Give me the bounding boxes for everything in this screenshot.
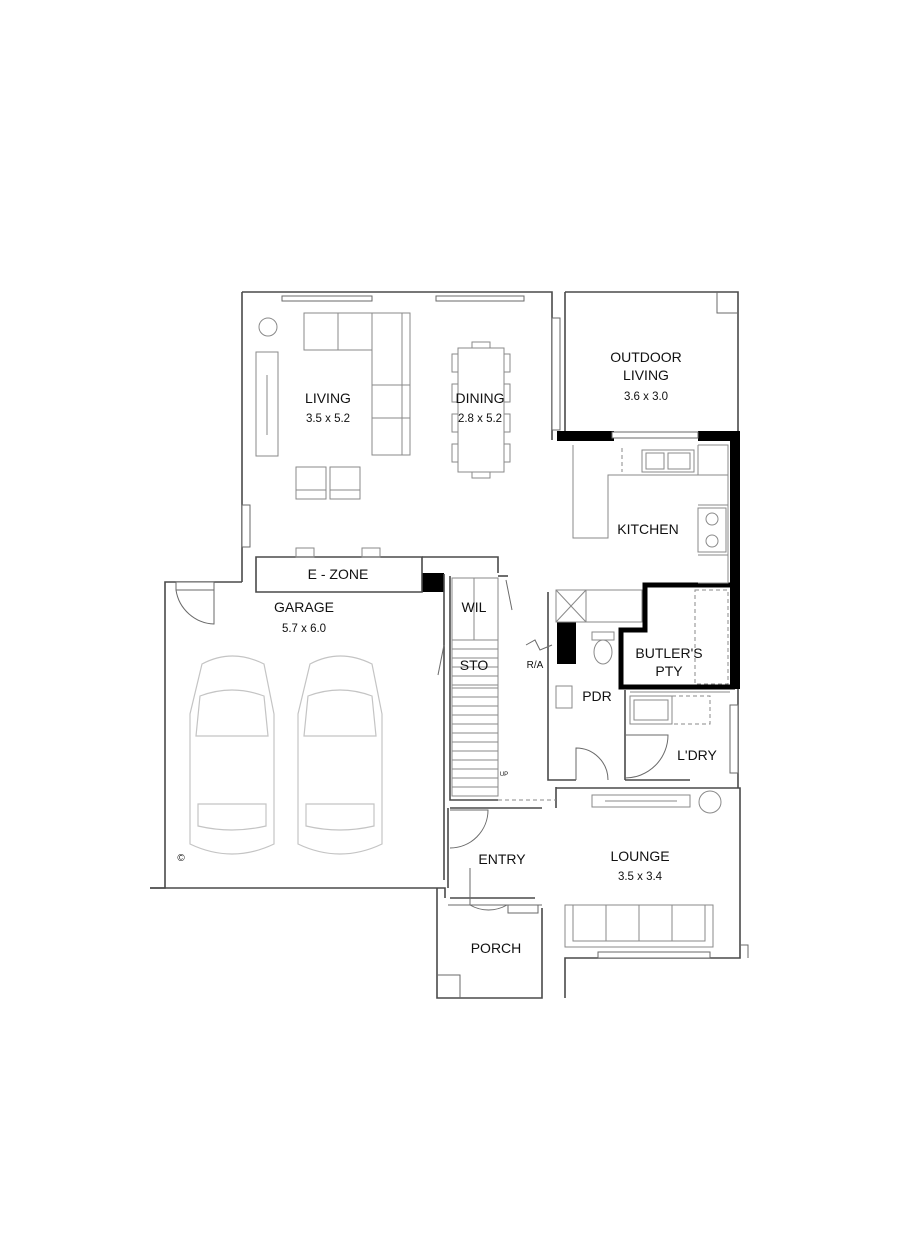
dining-size: 2.8 x 5.2 — [458, 413, 502, 425]
door-swing-icon — [175, 579, 669, 911]
dining-table — [451, 341, 511, 479]
pdr-label: PDR — [582, 688, 612, 704]
butlers-pty-label-2: PTY — [655, 663, 683, 679]
toilet-icon — [591, 631, 615, 665]
entry-label: ENTRY — [478, 851, 526, 867]
living-furniture — [255, 312, 411, 558]
ldry-label: L'DRY — [677, 747, 717, 763]
outdoor-living-label-2: LIVING — [623, 367, 669, 383]
room-labels: OUTDOOR LIVING 3.6 x 3.0 LIVING 3.5 x 5.… — [177, 349, 717, 956]
ra-label: R/A — [527, 660, 544, 671]
kitchen-fixtures — [555, 444, 729, 685]
stair-up-label: UP — [500, 772, 508, 778]
lounge-furniture — [564, 790, 722, 948]
lounge-label: LOUNGE — [610, 848, 669, 864]
e-zone-label: E - ZONE — [308, 566, 369, 582]
car-icon — [189, 655, 383, 855]
outdoor-living-label-1: OUTDOOR — [610, 349, 682, 365]
sink-icon — [641, 449, 695, 473]
kitchen-heavy-walls — [422, 431, 740, 690]
living-size: 3.5 x 5.2 — [306, 413, 350, 425]
garage-label: GARAGE — [274, 599, 334, 615]
windows — [175, 295, 739, 959]
stair-icon — [451, 577, 499, 797]
kitchen-label: KITCHEN — [617, 521, 678, 537]
garage-size: 5.7 x 6.0 — [282, 623, 326, 635]
dining-label: DINING — [456, 390, 505, 406]
butlers-pty-label-1: BUTLER'S — [635, 645, 702, 661]
living-label: LIVING — [305, 390, 351, 406]
porch-label: PORCH — [471, 940, 522, 956]
wet-areas — [555, 631, 730, 725]
cooktop-icon — [697, 507, 727, 553]
ra-arrow — [525, 639, 553, 651]
sto-label: STO — [460, 657, 489, 673]
copyright-mark: © — [177, 853, 185, 864]
outdoor-living-size: 3.6 x 3.0 — [624, 391, 668, 403]
wil-label: WIL — [462, 599, 487, 615]
lounge-size: 3.5 x 3.4 — [618, 871, 663, 883]
